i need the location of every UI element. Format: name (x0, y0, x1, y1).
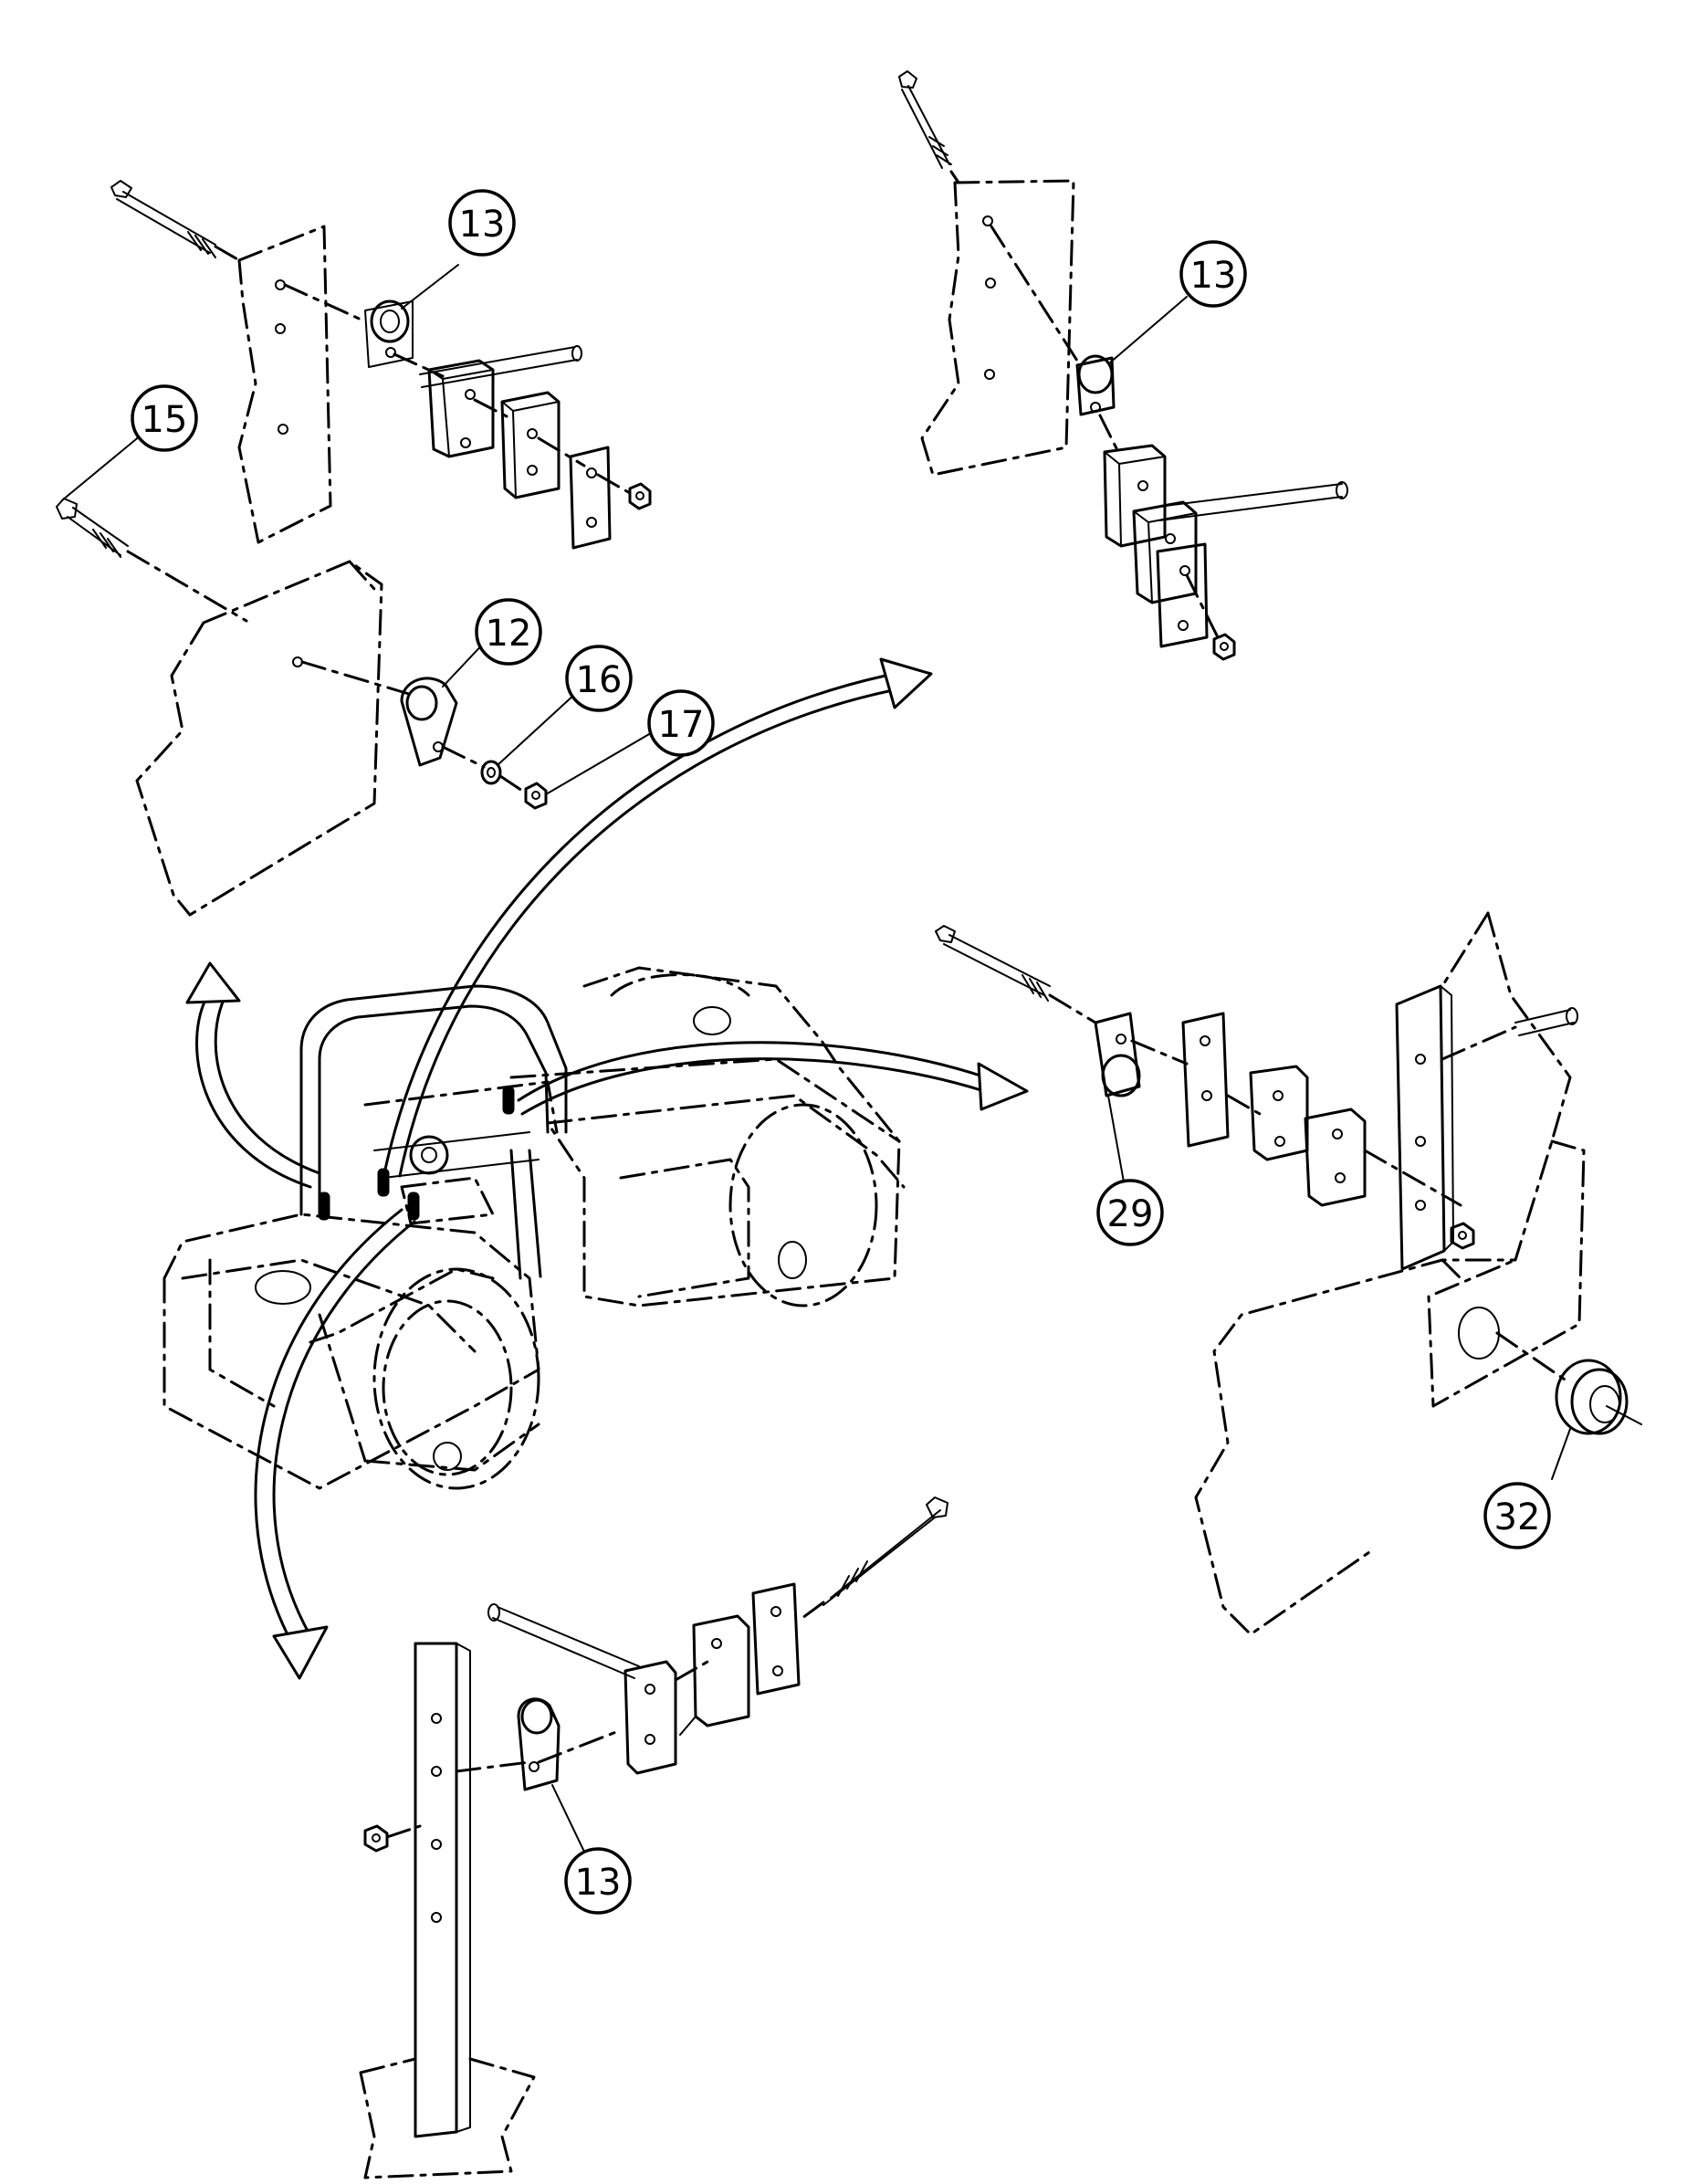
top-left-assembly (110, 180, 652, 550)
callout-32: 32 (1483, 1482, 1551, 1549)
callout-17: 17 (647, 689, 715, 757)
plate-top-left (237, 225, 332, 544)
callout-label: 17 (658, 704, 705, 746)
panel-right (1194, 911, 1572, 1636)
callout-label: 13 (575, 1862, 622, 1904)
callout-29: 29 (1096, 1179, 1164, 1246)
callout-16: 16 (565, 645, 633, 712)
pulley-32 (1551, 1359, 1642, 1480)
bolt-15-assembly (56, 430, 656, 917)
callout-13-top-left: 13 (448, 189, 516, 257)
top-right-assembly (898, 70, 1348, 661)
callout-13-bottom: 13 (564, 1847, 632, 1915)
callout-15: 15 (131, 384, 198, 452)
middle-right-assembly (935, 911, 1642, 1636)
callout-label: 13 (1190, 255, 1237, 297)
panel-left (135, 560, 383, 917)
roller-machine (162, 966, 906, 1490)
callout-label: 12 (486, 613, 532, 655)
plate-top-right (920, 179, 1075, 477)
bolt-top-left (110, 180, 216, 258)
clamp-13-top-left (364, 299, 414, 368)
callout-label: 15 (141, 399, 188, 441)
callout-13-top-right: 13 (1179, 240, 1247, 308)
callout-label: 16 (576, 659, 623, 701)
bottom-assembly (359, 1496, 948, 2179)
callout-label: 32 (1494, 1496, 1541, 1538)
direction-arrows (185, 657, 1029, 1680)
callout-12: 12 (475, 598, 542, 666)
callout-label: 29 (1107, 1193, 1154, 1235)
callout-label: 13 (459, 204, 506, 246)
